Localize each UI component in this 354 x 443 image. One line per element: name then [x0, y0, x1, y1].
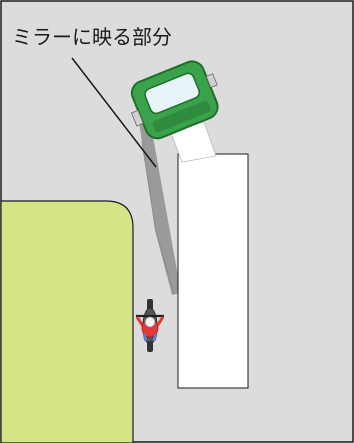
- mirror-view-area: [139, 120, 181, 295]
- sidewalk-block: [0, 200, 134, 443]
- truck-cargo-body: [177, 153, 249, 389]
- truck-side-mirror-right: [205, 73, 218, 88]
- truck-windshield: [144, 72, 201, 115]
- truck-side-mirror-left: [131, 109, 144, 127]
- caption-label: ミラーに映る部分: [12, 25, 172, 49]
- motorcycle-rider-topview-icon: [135, 299, 165, 352]
- rider-legs: [142, 333, 158, 342]
- rider-helmet: [144, 316, 156, 328]
- motorcycle-rear-wheel: [147, 341, 153, 352]
- caption-pointer-line: [71, 57, 157, 168]
- mirror-view-area-edge: [141, 141, 175, 295]
- rider-arms: [135, 316, 165, 327]
- truck-cab: [130, 60, 219, 140]
- truck-roof-shade: [152, 100, 211, 133]
